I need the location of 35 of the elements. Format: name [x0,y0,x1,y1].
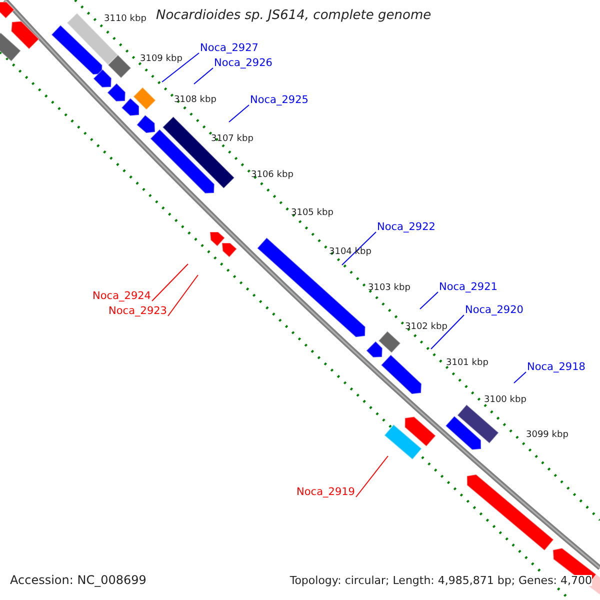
leader-line [228,104,250,122]
gene-label: Noca_2920 [465,305,524,316]
scale-tick-label: 3099 kbp [526,431,568,440]
leader-line [514,372,526,384]
gene-label: Noca_2922 [377,222,436,233]
gene-label: Noca_2918 [527,362,586,373]
leader-line [342,232,376,266]
gene-label: Noca_2924 [92,291,151,302]
scale-tick-label: 3105 kbp [291,209,334,218]
footer-text: Topology: circular; Length: 4,985,871 bp; Genes: 4,700 [290,575,592,586]
footer-text: Accession: NC_008699 [10,574,146,586]
gene-label: Noca_2925 [250,95,308,106]
leader-line [430,314,464,350]
leader-line [420,292,438,310]
scale-tick-label: 3109 kbp [140,55,182,64]
gene-label: Noca_2923 [108,306,167,317]
scale-tick-label: 3102 kbp [405,323,448,332]
title: Nocardioides sp. JS614, complete genome [156,9,432,22]
leader-line [168,274,198,316]
scale-tick-label: 3103 kbp [368,284,410,293]
leader-line [162,52,200,82]
gene-label: Noca_2926 [214,58,272,69]
gene-label: Noca_2921 [439,282,498,293]
scale-tick-label: 3107 kbp [211,135,254,144]
leader-line [152,264,188,302]
scale-tick-label: 3108 kbp [174,96,216,105]
scale-tick-label: 3101 kbp [446,359,488,368]
gene-label: Noca_2919 [296,487,355,498]
scale-tick-label: 3106 kbp [251,171,294,180]
leader-line [356,456,388,498]
gene-label: Noca_2927 [200,43,258,54]
leader-line [194,68,214,84]
scale-tick-label: 3104 kbp [329,248,372,257]
scale-tick-label: 3110 kbp [104,15,146,24]
scale-tick-label: 3100 kbp [484,396,526,405]
